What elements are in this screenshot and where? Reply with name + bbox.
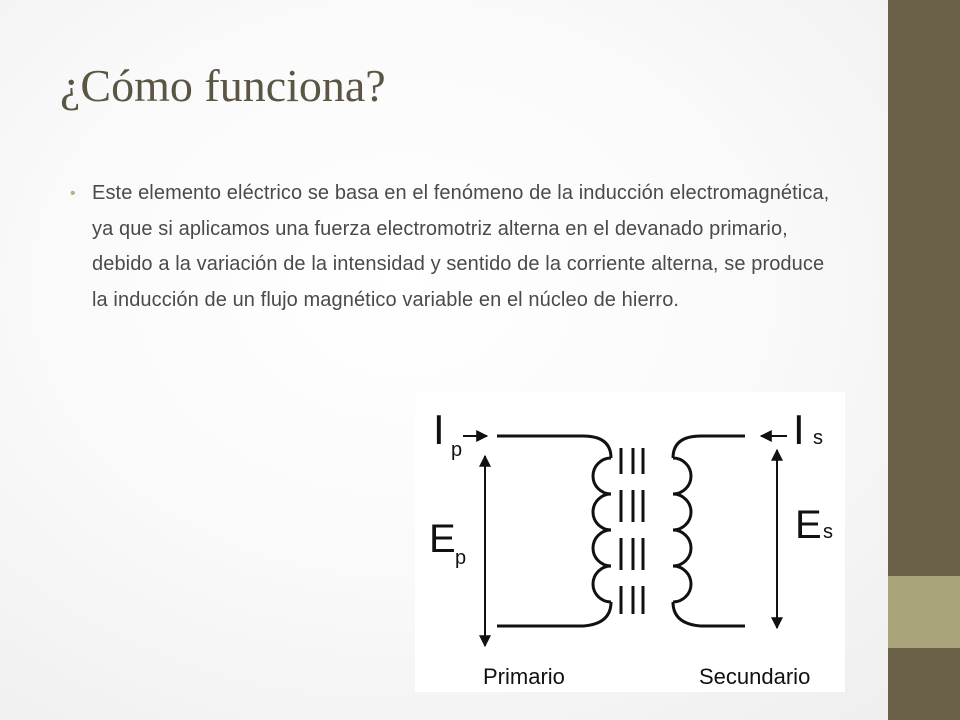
secondary-current-subscript: s — [813, 427, 823, 449]
primary-current-subscript: p — [451, 439, 462, 461]
secondary-voltage-label: E — [795, 503, 822, 547]
sidebar-segment-accent — [888, 576, 960, 648]
primary-voltage-label: E — [429, 517, 456, 561]
bullet-dot-icon: • — [70, 185, 76, 202]
bullet-list: • Este elemento eléctrico se basa en el … — [70, 176, 840, 318]
primary-coil — [591, 456, 612, 604]
transformer-diagram: I p — [415, 392, 845, 692]
primary-voltage-subscript: p — [455, 547, 466, 569]
secondary-current-label: I — [793, 406, 805, 453]
primary-top-lead — [497, 434, 613, 459]
transformer-schematic: I p — [429, 406, 833, 689]
secondary-bottom-lead — [671, 601, 745, 628]
secondary-voltage-subscript: s — [823, 521, 833, 543]
primary-bottom-lead — [497, 601, 613, 628]
iron-core — [619, 448, 645, 614]
secondary-top-lead — [671, 434, 745, 459]
primary-winding-label: Primario — [483, 664, 565, 689]
bullet-text: Este elemento eléctrico se basa en el fe… — [92, 182, 830, 311]
decorative-sidebar — [888, 0, 960, 720]
sidebar-segment-top — [888, 0, 960, 576]
secondary-coil — [672, 456, 693, 604]
slide-title: ¿Cómo funciona? — [60, 60, 386, 111]
primary-current-label: I — [433, 406, 445, 453]
sidebar-segment-bottom — [888, 648, 960, 720]
secondary-winding-label: Secundario — [699, 664, 810, 689]
bullet-item: • Este elemento eléctrico se basa en el … — [70, 176, 840, 318]
